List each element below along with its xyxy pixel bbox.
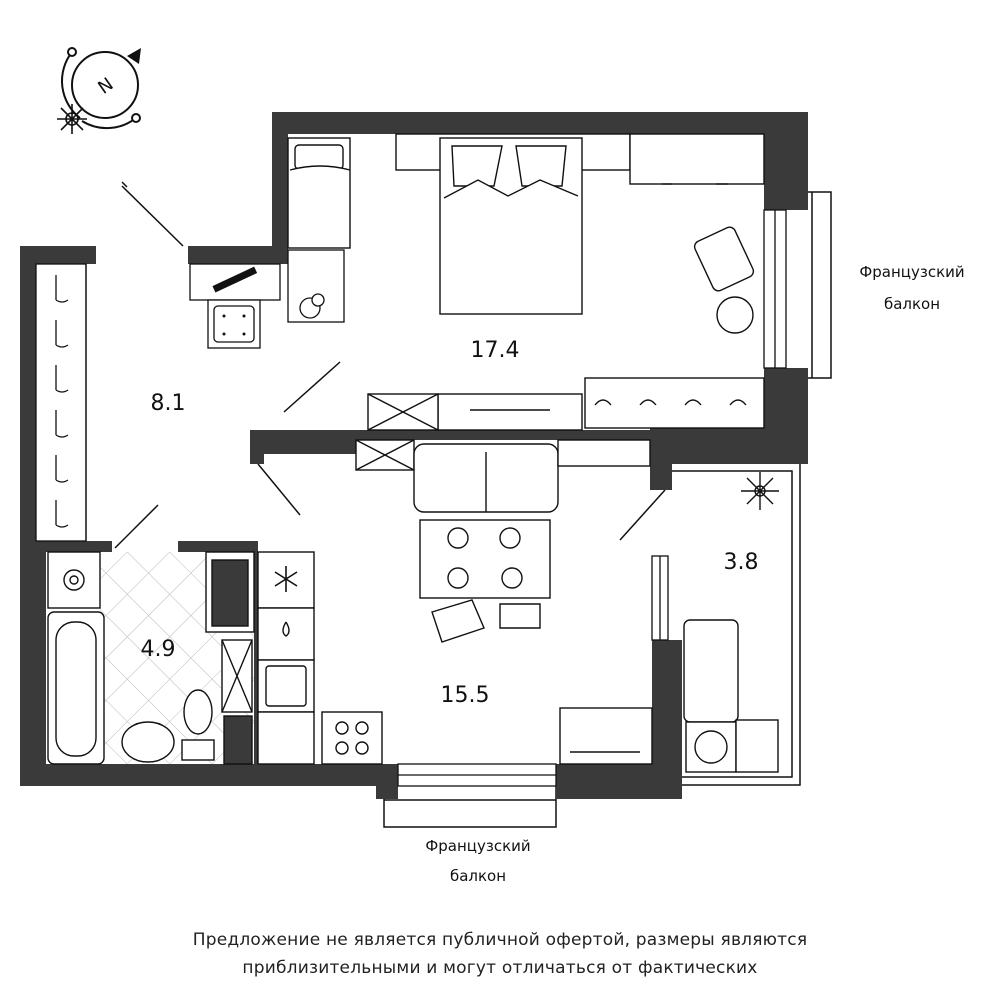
area-bathroom: 4.9 bbox=[141, 637, 176, 662]
sun-icon bbox=[57, 104, 87, 134]
loggia-furniture bbox=[683, 619, 779, 773]
compass-letter: N bbox=[94, 74, 117, 99]
balcony-east bbox=[784, 191, 832, 379]
area-living-kitchen: 15.5 bbox=[441, 683, 490, 708]
snowflake-icon bbox=[274, 566, 298, 592]
bedroom-furniture bbox=[287, 133, 765, 431]
hallway-wardrobe bbox=[35, 263, 87, 542]
compass-icon: N bbox=[57, 47, 141, 134]
comb-icon bbox=[212, 266, 258, 293]
balcony-east-label-1: Французский bbox=[859, 263, 964, 281]
balcony-south-label-1: Французский bbox=[425, 837, 530, 855]
area-balcony: 3.8 bbox=[724, 550, 759, 575]
disclaimer-line-2: приблизительными и могут отличаться от ф… bbox=[242, 958, 758, 978]
area-bedroom: 17.4 bbox=[471, 338, 520, 363]
area-hallway: 8.1 bbox=[151, 391, 186, 416]
windows bbox=[397, 209, 787, 787]
living-furniture bbox=[257, 439, 653, 765]
hallway-doors bbox=[114, 181, 341, 549]
washer-icon bbox=[222, 314, 246, 336]
balcony-south-label-2: балкон bbox=[450, 867, 506, 885]
drop-icon bbox=[282, 621, 290, 637]
plant-icon bbox=[741, 472, 779, 510]
walls bbox=[20, 112, 808, 799]
loggia-door bbox=[619, 489, 666, 541]
bathroom-fixtures bbox=[47, 551, 255, 765]
disclaimer-line-1: Предложение не является публичной оферто… bbox=[192, 930, 808, 950]
shoe-rack bbox=[287, 249, 345, 323]
balcony-east-label-2: балкон bbox=[884, 295, 940, 313]
